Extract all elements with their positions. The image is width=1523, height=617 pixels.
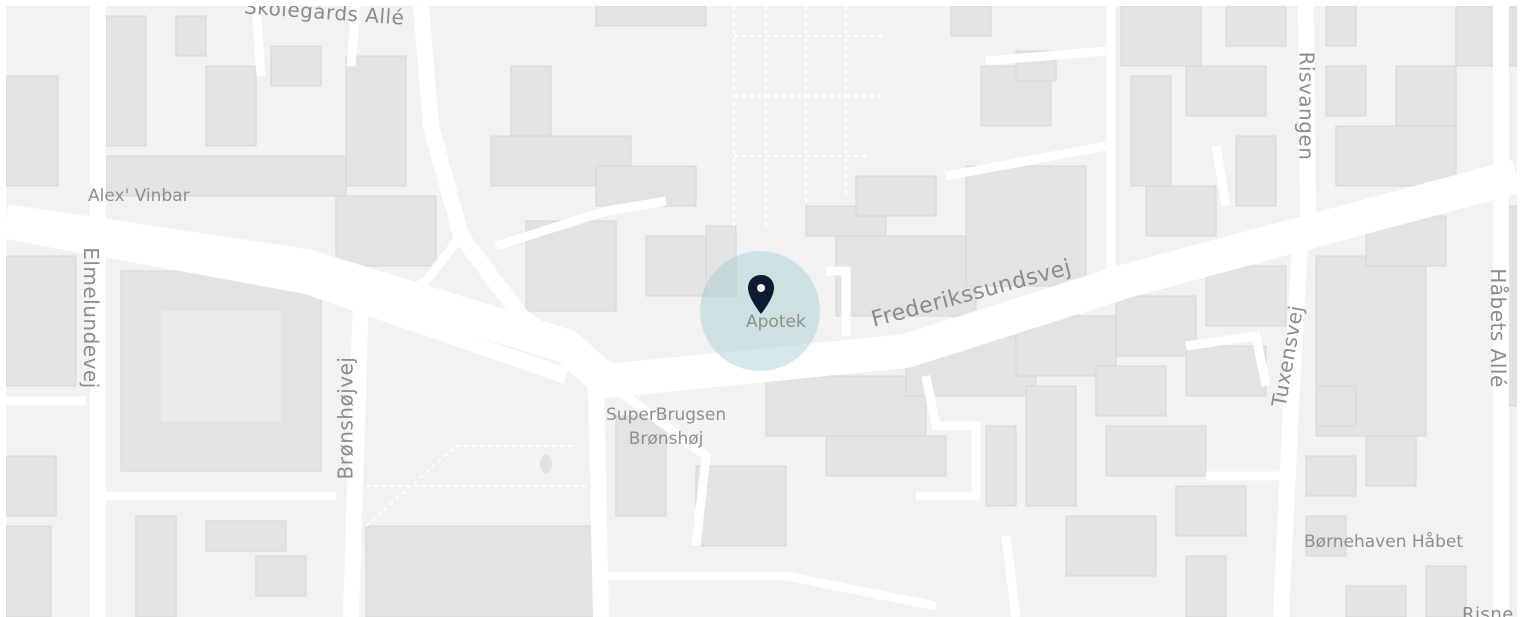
street-label-bottom-right: Risne bbox=[1462, 604, 1514, 617]
street-label-elmelundevej: Elmelundevej bbox=[78, 247, 103, 389]
poi-apotek[interactable]: Apotek bbox=[746, 312, 806, 332]
map-base-layer bbox=[6, 6, 1517, 617]
map-pin-icon[interactable] bbox=[746, 274, 776, 316]
poi-superbrugsen[interactable]: SuperBrugsen Brønshøj bbox=[606, 403, 726, 451]
roads bbox=[6, 6, 1517, 617]
poi-superbrugsen-line2: Brønshøj bbox=[628, 429, 704, 449]
map-canvas[interactable]: Skolegårds Allé Elmelundevej Brønshøjvej… bbox=[6, 6, 1517, 617]
pond bbox=[540, 455, 552, 473]
street-label-risvangen: Risvangen bbox=[1294, 51, 1319, 161]
parking-paths bbox=[365, 6, 886, 527]
street-label-habets-alle: Håbets Allé bbox=[1485, 268, 1510, 388]
poi-superbrugsen-line1: SuperBrugsen bbox=[606, 405, 727, 425]
poi-bornehaven-habet[interactable]: Børnehaven Håbet bbox=[1304, 532, 1463, 552]
street-label-bronshojvej: Brønshøjvej bbox=[333, 356, 358, 480]
poi-alex-vinbar[interactable]: Alex' Vinbar bbox=[88, 186, 190, 206]
